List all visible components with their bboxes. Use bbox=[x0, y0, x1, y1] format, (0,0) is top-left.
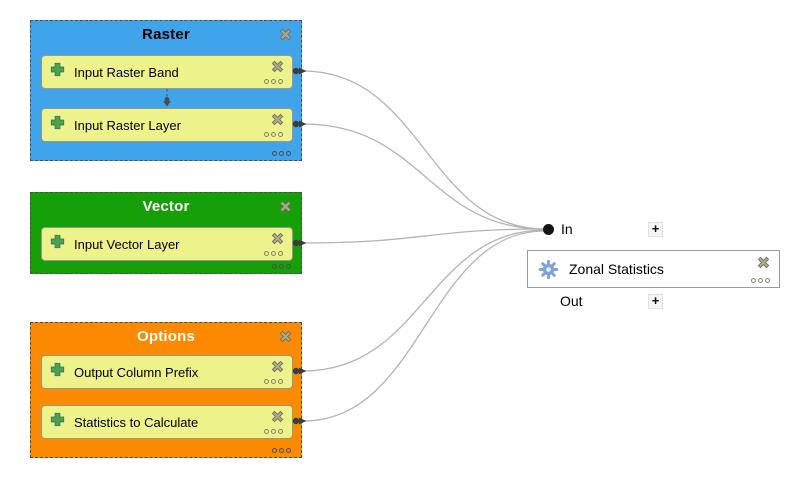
group-box-options[interactable]: Options Output Column Prefix Statistics … bbox=[30, 322, 302, 458]
group-options-dots[interactable] bbox=[272, 448, 291, 453]
connection-curve bbox=[302, 230, 546, 422]
algorithm-out-label: Out bbox=[560, 293, 583, 309]
three-dots-icon[interactable] bbox=[264, 251, 283, 256]
three-dots-icon[interactable] bbox=[264, 379, 283, 384]
delete-param-icon[interactable] bbox=[270, 59, 285, 74]
connection-curve bbox=[302, 229, 546, 372]
algorithm-in-label: In bbox=[561, 221, 573, 237]
remove-icon[interactable] bbox=[270, 112, 285, 127]
param-options-dots[interactable] bbox=[264, 79, 283, 84]
expand-outputs-button[interactable]: + bbox=[648, 294, 663, 309]
param-output-column-prefix[interactable]: Output Column Prefix bbox=[41, 355, 293, 389]
add-parameter-icon bbox=[50, 62, 65, 77]
add-parameter-icon bbox=[50, 362, 65, 377]
three-dots-icon[interactable] bbox=[264, 429, 283, 434]
algorithm-in-port-dot[interactable] bbox=[543, 224, 554, 235]
three-dots-icon[interactable] bbox=[264, 132, 283, 137]
group-title-vector: Vector bbox=[142, 198, 190, 215]
remove-icon[interactable] bbox=[270, 59, 285, 74]
connection-curve bbox=[302, 123, 546, 230]
delete-param-icon[interactable] bbox=[270, 359, 285, 374]
remove-icon[interactable] bbox=[278, 329, 293, 344]
three-dots-icon[interactable] bbox=[751, 278, 770, 283]
expand-inputs-button[interactable]: + bbox=[648, 222, 663, 237]
param-label: Input Raster Band bbox=[74, 64, 179, 80]
three-dots-icon[interactable] bbox=[264, 79, 283, 84]
remove-icon[interactable] bbox=[278, 199, 293, 214]
delete-param-icon[interactable] bbox=[270, 409, 285, 424]
param-input-raster-band[interactable]: Input Raster Band bbox=[41, 55, 293, 89]
algorithm-label: Zonal Statistics bbox=[569, 261, 664, 277]
remove-icon[interactable] bbox=[270, 409, 285, 424]
algorithm-node-zonal-statistics[interactable]: Zonal Statistics bbox=[527, 250, 780, 288]
group-box-vector[interactable]: Vector Input Vector Layer bbox=[30, 192, 302, 274]
connection-curve bbox=[302, 70, 546, 230]
param-statistics-to-calculate[interactable]: Statistics to Calculate bbox=[41, 405, 293, 439]
param-options-dots[interactable] bbox=[264, 251, 283, 256]
group-box-raster[interactable]: Raster Input Raster Band Input Raster La… bbox=[30, 20, 302, 161]
param-input-raster-layer[interactable]: Input Raster Layer bbox=[41, 108, 293, 142]
add-parameter-icon bbox=[50, 234, 65, 249]
remove-icon[interactable] bbox=[278, 27, 293, 42]
group-options-dots[interactable] bbox=[272, 151, 291, 156]
param-label: Output Column Prefix bbox=[74, 364, 199, 380]
group-title-raster: Raster bbox=[142, 26, 190, 43]
remove-icon[interactable] bbox=[270, 231, 285, 246]
param-options-dots[interactable] bbox=[264, 132, 283, 137]
remove-icon[interactable] bbox=[270, 359, 285, 374]
add-parameter-icon bbox=[50, 115, 65, 130]
delete-param-icon[interactable] bbox=[270, 112, 285, 127]
remove-icon[interactable] bbox=[756, 255, 771, 270]
param-label: Input Vector Layer bbox=[74, 236, 180, 252]
group-options-dots[interactable] bbox=[272, 264, 291, 269]
param-label: Statistics to Calculate bbox=[74, 414, 199, 430]
param-options-dots[interactable] bbox=[264, 379, 283, 384]
param-input-vector-layer[interactable]: Input Vector Layer bbox=[41, 227, 293, 261]
add-parameter-icon bbox=[50, 412, 65, 427]
remove-algorithm-icon[interactable] bbox=[756, 255, 771, 270]
delete-param-icon[interactable] bbox=[270, 231, 285, 246]
remove-group-icon[interactable] bbox=[278, 329, 293, 344]
remove-group-icon[interactable] bbox=[278, 199, 293, 214]
param-options-dots[interactable] bbox=[264, 429, 283, 434]
connection-curve bbox=[302, 228, 546, 244]
param-label: Input Raster Layer bbox=[74, 117, 181, 133]
group-title-options: Options bbox=[136, 328, 196, 345]
algorithm-options-dots[interactable] bbox=[751, 278, 770, 283]
processing-gear-icon bbox=[538, 259, 559, 279]
remove-group-icon[interactable] bbox=[278, 27, 293, 42]
